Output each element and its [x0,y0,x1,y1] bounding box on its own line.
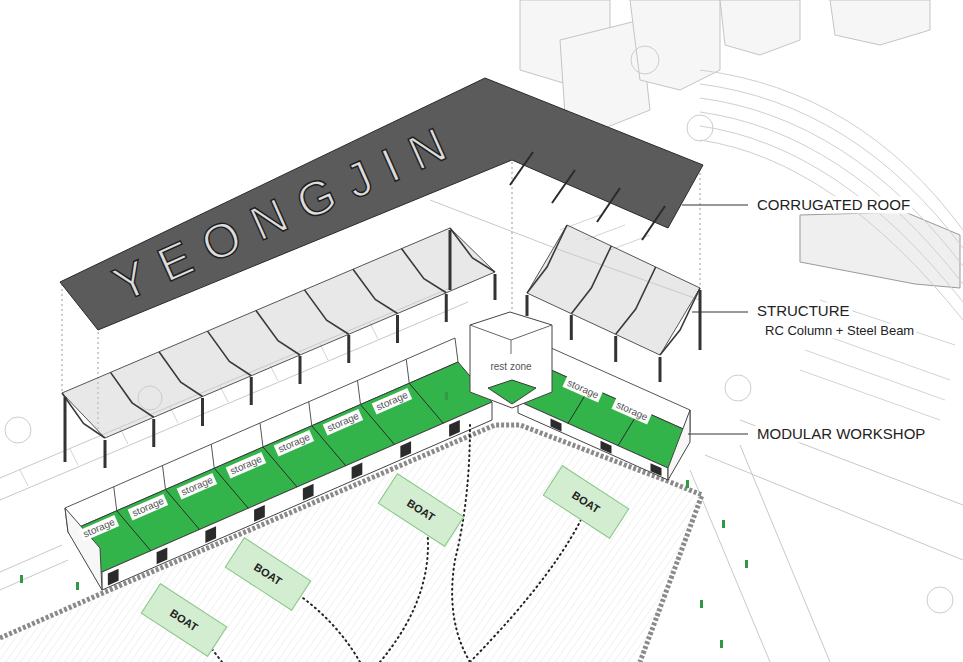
roof-rib [642,206,665,240]
stadium-stands [700,70,963,320]
roof-outline [55,70,710,340]
storage-label: storage [79,515,120,541]
storage-label: storage [128,494,169,520]
roof-rib [552,170,575,203]
boat-slot: BOAT [543,465,630,539]
boat-slot: BOAT [141,583,228,657]
storage-label: storage [177,473,218,499]
storage-label: storage [323,409,364,435]
rest-zone-module [470,312,552,408]
storage-label: storage [612,398,653,425]
roof-panel: YEONGJIN [55,70,710,340]
storage-label: storage [563,376,604,403]
corrugated-roof [60,78,703,330]
zone-label: rest zone [487,361,534,373]
storage-label: storage [372,388,413,414]
callout-label: STRUCTURE [755,302,852,319]
storage-label: storage [274,430,315,456]
storage-label: storage [225,451,266,477]
boat-label: BOAT [570,489,602,516]
boat-label: BOAT [405,497,437,524]
roof-rib [510,152,533,185]
callout-label: CORRUGATED ROOF [755,196,912,213]
boat-routes [190,425,588,662]
boat-slot: BOAT [378,473,465,547]
people [20,392,748,648]
boat-slot: BOAT [225,537,312,611]
callout-label: MODULAR WORKSHOP [755,425,927,442]
boat-label: BOAT [168,607,200,634]
callout-sublabel: RC Column + Steel Beam [763,324,916,339]
roof-rib [597,188,620,222]
roof-lettering: YEONGJIN [92,114,467,316]
boat-label: BOAT [252,561,284,588]
leader-lines [682,205,748,434]
